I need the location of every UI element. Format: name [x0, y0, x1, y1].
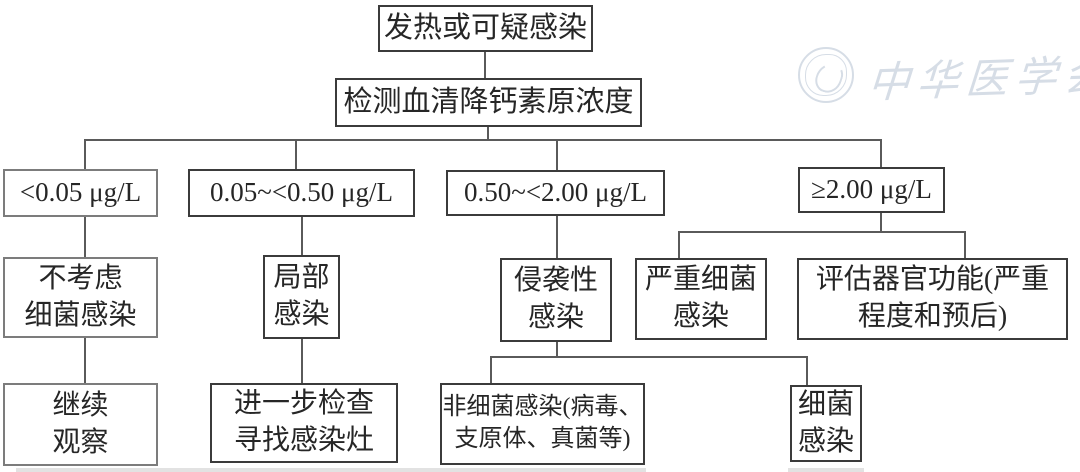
connector-test-to-branchline — [487, 127, 489, 140]
connector-splitline-rangehigh — [678, 231, 966, 233]
bottom-crop-artifact — [788, 468, 864, 472]
node-no-bacterial-infection: 不考虑 细菌感染 — [3, 257, 158, 338]
connector-rangemidhigh-to-invasive — [556, 216, 558, 258]
node-fever-or-suspected-infection: 发热或可疑感染 — [378, 5, 593, 52]
node-range-over-2.00: ≥2.00 μg/L — [798, 167, 945, 213]
node-continue-observation: 继续 观察 — [3, 383, 158, 466]
node-assess-organ-function: 评估器官功能(严重 程度和预后) — [797, 258, 1068, 340]
node-local-infection: 局部 感染 — [263, 255, 340, 339]
connector-drop-range-mid-low — [295, 139, 297, 169]
connector-invasive-to-splitline — [556, 342, 558, 357]
connector-drop-range-high — [880, 139, 882, 167]
connector-branchline-ranges — [84, 139, 882, 141]
connector-splitline-invasive — [490, 356, 808, 358]
node-range-0.50-to-2.00: 0.50~<2.00 μg/L — [446, 170, 665, 216]
connector-local-to-furtherexam — [301, 339, 303, 383]
connector-drop-range-low — [84, 139, 86, 169]
cma-watermark-text: 中华医学会 — [866, 49, 1080, 107]
node-range-0.05-to-0.50: 0.05~<0.50 μg/L — [188, 169, 415, 217]
connector-rangehigh-to-splitline — [880, 213, 882, 232]
bottom-crop-artifact — [16, 468, 646, 472]
node-severe-bacterial-infection: 严重细菌 感染 — [635, 258, 767, 340]
connector-drop-severebacterial — [678, 231, 680, 258]
connector-nobacterial-to-observe — [84, 338, 86, 383]
connector-drop-range-mid-high — [556, 139, 558, 170]
node-test-serum-procalcitonin: 检测血清降钙素原浓度 — [335, 78, 642, 127]
node-non-bacterial-infection: 非细菌感染(病毒、 支原体、真菌等) — [440, 383, 645, 465]
connector-rangelow-to-nobacterial — [84, 217, 86, 257]
node-range-under-0.05: <0.05 μg/L — [3, 169, 158, 217]
node-invasive-infection: 侵袭性 感染 — [500, 258, 612, 342]
node-further-exam-find-focus: 进一步检查 寻找感染灶 — [210, 383, 398, 463]
connector-drop-assessorgan — [964, 231, 966, 258]
connector-fever-to-test — [484, 52, 486, 78]
cma-watermark: 中华医学会 — [798, 42, 1080, 108]
connector-drop-bacterial — [806, 356, 808, 385]
connector-rangemidlow-to-local — [301, 217, 303, 255]
node-bacterial-infection: 细菌 感染 — [790, 385, 862, 462]
connector-drop-nonbacterial — [490, 356, 492, 383]
cma-logo-icon — [798, 47, 854, 103]
